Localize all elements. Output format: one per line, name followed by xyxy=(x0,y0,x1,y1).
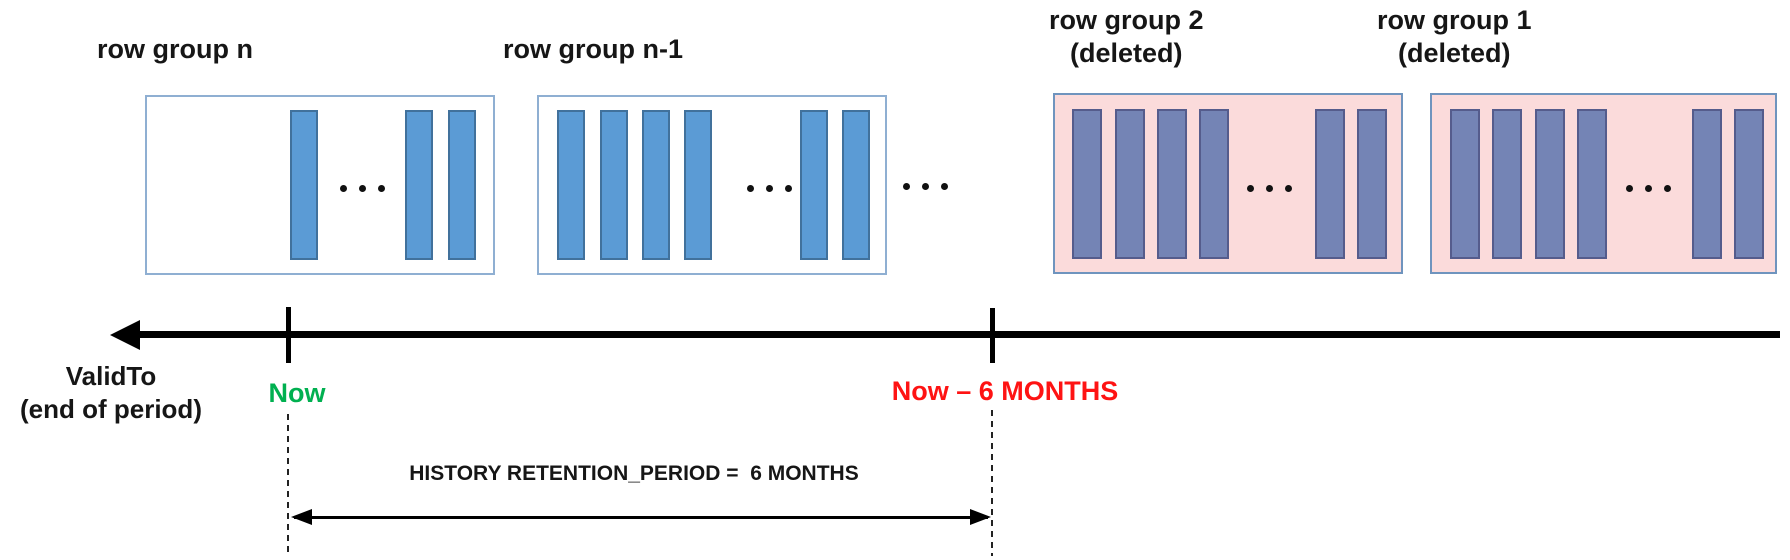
ellipsis-icon xyxy=(903,183,948,190)
cutoff-tick xyxy=(990,308,995,363)
row-group-1-box xyxy=(1430,93,1777,274)
rowgroup-bar xyxy=(1315,109,1345,259)
timeline-axis xyxy=(128,331,1780,338)
rowgroup-bar xyxy=(600,110,628,260)
row-group-title: row group 2 xyxy=(1049,5,1204,35)
ellipsis-icon xyxy=(1626,185,1671,192)
axis-name: ValidTo xyxy=(65,361,157,391)
row-group-status: (deleted) xyxy=(1069,38,1183,68)
retention-span-arrow xyxy=(294,516,988,519)
cutoff-marker-label: Now – 6 MONTHS xyxy=(891,376,1119,406)
rowgroup-bar xyxy=(448,110,476,260)
row-group-title: row group 1 xyxy=(1377,5,1532,35)
rowgroup-bar xyxy=(1734,109,1764,259)
rowgroup-bar xyxy=(1199,109,1229,259)
axis-description: (end of period) xyxy=(20,394,202,424)
rowgroup-bar xyxy=(1692,109,1722,259)
now-dashed-line xyxy=(287,414,289,556)
rowgroup-bar xyxy=(1492,109,1522,259)
rowgroup-bar xyxy=(290,110,318,260)
rowgroup-bar xyxy=(1115,109,1145,259)
ellipsis-icon xyxy=(747,185,792,192)
row-group-n-box xyxy=(145,95,495,275)
now-tick xyxy=(286,307,291,363)
ellipsis-icon xyxy=(1247,185,1292,192)
retention-period-label: HISTORY RETENTION_PERIOD = 6 MONTHS xyxy=(409,462,859,485)
row-group-n1-label: row group n-1 xyxy=(503,33,683,66)
rowgroup-bar xyxy=(1450,109,1480,259)
rowgroup-bar xyxy=(1535,109,1565,259)
row-group-1-label: row group 1 (deleted) xyxy=(1377,4,1532,70)
rowgroup-bar xyxy=(642,110,670,260)
cutoff-dashed-line xyxy=(991,410,993,556)
rowgroup-bar xyxy=(557,110,585,260)
rowgroup-bar xyxy=(405,110,433,260)
rowgroup-bar xyxy=(684,110,712,260)
rowgroup-bar xyxy=(800,110,828,260)
timeline-arrowhead-icon xyxy=(110,320,140,350)
span-arrowhead-right-icon xyxy=(970,509,991,525)
rowgroup-bar xyxy=(1357,109,1387,259)
row-group-2-label: row group 2 (deleted) xyxy=(1049,4,1204,70)
row-group-n-label: row group n xyxy=(97,33,253,66)
row-group-2-box xyxy=(1053,93,1403,274)
ellipsis-icon xyxy=(340,185,385,192)
rowgroup-bar xyxy=(842,110,870,260)
row-group-title: row group n-1 xyxy=(503,34,683,64)
span-arrowhead-left-icon xyxy=(291,509,312,525)
now-marker-label: Now xyxy=(268,378,326,408)
rowgroup-bar xyxy=(1072,109,1102,259)
row-group-status: (deleted) xyxy=(1397,38,1511,68)
row-group-title: row group n xyxy=(97,34,253,64)
rowgroup-bar xyxy=(1157,109,1187,259)
rowgroup-bar xyxy=(1577,109,1607,259)
row-group-n1-box xyxy=(537,95,887,275)
axis-label: ValidTo (end of period) xyxy=(0,360,222,426)
